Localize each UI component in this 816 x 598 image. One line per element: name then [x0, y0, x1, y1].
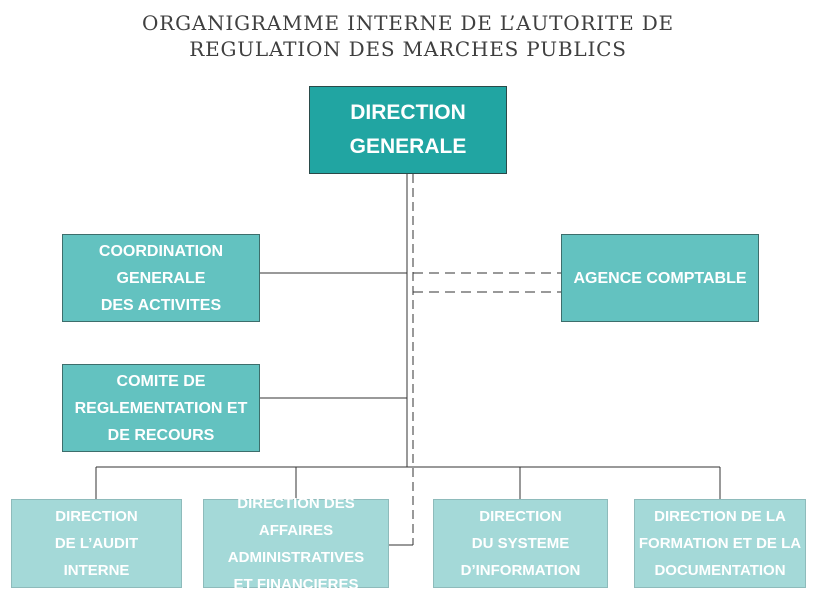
node-audit: DIRECTION DE L’AUDIT INTERNE: [11, 499, 182, 588]
diagram-title: ORGANIGRAMME INTERNE DE L’AUTORITE DE RE…: [0, 10, 816, 62]
node-affaires-admin: DIRECTION DES AFFAIRES ADMINISTRATIVES E…: [203, 495, 389, 593]
title-line-2: REGULATION DES MARCHES PUBLICS: [189, 37, 627, 61]
node-affaires-admin-label: DIRECTION DES AFFAIRES ADMINISTRATIVES E…: [227, 494, 365, 593]
node-audit-label: DIRECTION DE L’AUDIT INTERNE: [54, 508, 139, 579]
node-systeme-info: DIRECTION DU SYSTEME D’INFORMATION: [433, 499, 608, 588]
node-coordination-label: COORDINATION GENERALE DES ACTIVITES: [98, 242, 224, 314]
node-agence-comptable: AGENCE COMPTABLE: [561, 234, 759, 322]
title-line-1: ORGANIGRAMME INTERNE DE L’AUTORITE DE: [142, 11, 674, 35]
node-direction-generale: DIRECTION GENERALE: [309, 86, 507, 174]
node-direction-generale-label: DIRECTION GENERALE: [349, 101, 467, 158]
node-coordination: COORDINATION GENERALE DES ACTIVITES: [62, 234, 260, 322]
node-systeme-info-label: DIRECTION DU SYSTEME D’INFORMATION: [460, 508, 581, 579]
node-comite: COMITE DE REGLEMENTATION ET DE RECOURS: [62, 364, 260, 452]
node-agence-comptable-label: AGENCE COMPTABLE: [573, 269, 747, 287]
node-formation: DIRECTION DE LA FORMATION ET DE LA DOCUM…: [634, 499, 806, 588]
node-formation-label: DIRECTION DE LA FORMATION ET DE LA DOCUM…: [638, 508, 802, 579]
node-comite-label: COMITE DE REGLEMENTATION ET DE RECOURS: [74, 372, 248, 444]
